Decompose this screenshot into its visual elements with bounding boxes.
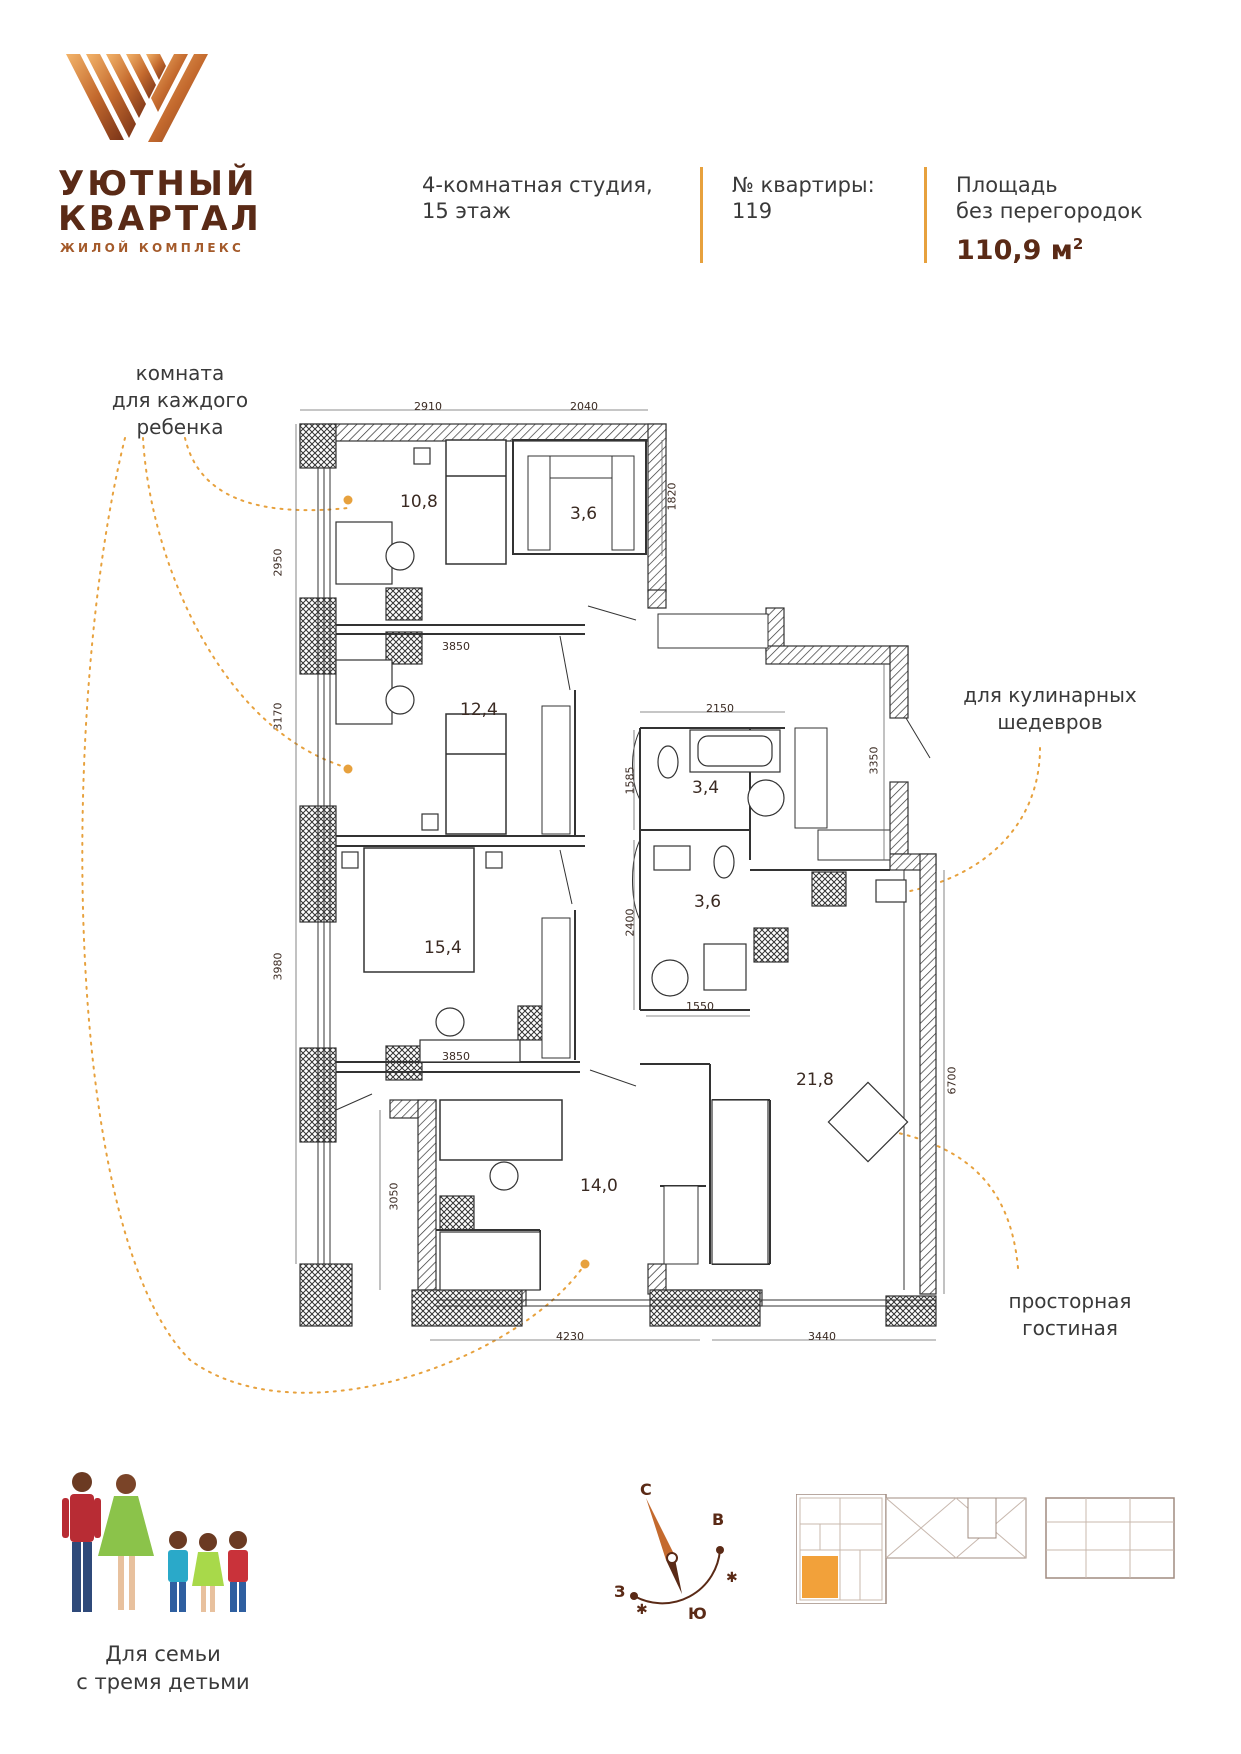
dim-top-1: 2910 (414, 400, 442, 413)
logo-mark-icon (66, 54, 208, 142)
compass-north: С (640, 1480, 652, 1499)
doors (335, 605, 931, 1111)
dim-3350: 3350 (867, 746, 881, 775)
beds (363, 439, 563, 1161)
dimension-lines (295, 409, 945, 1341)
room-area-4: 3,4 (692, 778, 720, 798)
family-illustration (62, 1472, 248, 1612)
room-area-3: 12,4 (460, 700, 498, 720)
room-area-7: 21,8 (796, 1070, 834, 1090)
dim-1550: 1550 (686, 1000, 714, 1013)
wardrobes (527, 455, 891, 1265)
header-divider-2 (924, 167, 927, 263)
room-area-8: 14,0 (580, 1176, 618, 1196)
compass-icon: ✱ ✱ (630, 1498, 738, 1618)
room-area-5: 15,4 (424, 938, 462, 958)
windows (317, 468, 936, 1307)
dim-2150: 2150 (706, 702, 734, 715)
area-value: 110,9 м2 (956, 235, 1084, 266)
header-divider-1 (700, 167, 703, 263)
dim-3440: 3440 (808, 1330, 836, 1343)
dim-top-2: 2040 (570, 400, 598, 413)
brand-line-2: КВАРТАЛ (58, 199, 262, 239)
dim-3050: 3050 (387, 1182, 401, 1211)
dim-3980: 3980 (271, 952, 285, 981)
compass-west: З (614, 1582, 626, 1601)
compass-south: Ю (688, 1604, 707, 1623)
compass-east: В (712, 1510, 725, 1529)
dim-3850-b: 3850 (442, 1050, 470, 1063)
area-label-2: без перегородок (956, 199, 1143, 223)
dim-6700: 6700 (945, 1066, 959, 1095)
brand-tagline: ЖИЛОЙ КОМПЛЕКС (60, 241, 245, 255)
room-area-2: 3,6 (570, 504, 598, 524)
dim-3170: 3170 (271, 702, 285, 731)
compass-sun-2: ✱ (726, 1570, 738, 1586)
apartment-type-line1: 4-комнатная студия, (422, 173, 653, 197)
furniture (335, 447, 909, 1291)
apartment-floor: 15 этаж (422, 199, 511, 223)
compass-sun-1: ✱ (636, 1602, 648, 1618)
dim-2400: 2400 (623, 908, 637, 937)
guide-lines (81, 437, 1041, 1394)
dim-1820: 1820 (665, 482, 679, 511)
room-area-1: 10,8 (400, 492, 438, 512)
brand-line-1: УЮТНЫЙ (58, 164, 258, 204)
room-area-6: 3,6 (694, 892, 722, 912)
dim-1585: 1585 (623, 766, 637, 795)
dim-4230: 4230 (556, 1330, 584, 1343)
bathroom-fixtures (651, 729, 907, 997)
building-mini-plan (796, 1494, 1175, 1604)
dim-3850-a: 3850 (442, 640, 470, 653)
dim-2950: 2950 (271, 548, 285, 577)
apartment-number-value: 119 (732, 199, 773, 223)
area-label-1: Площадь (956, 173, 1058, 197)
apartment-number-label: № квартиры: (732, 173, 875, 197)
